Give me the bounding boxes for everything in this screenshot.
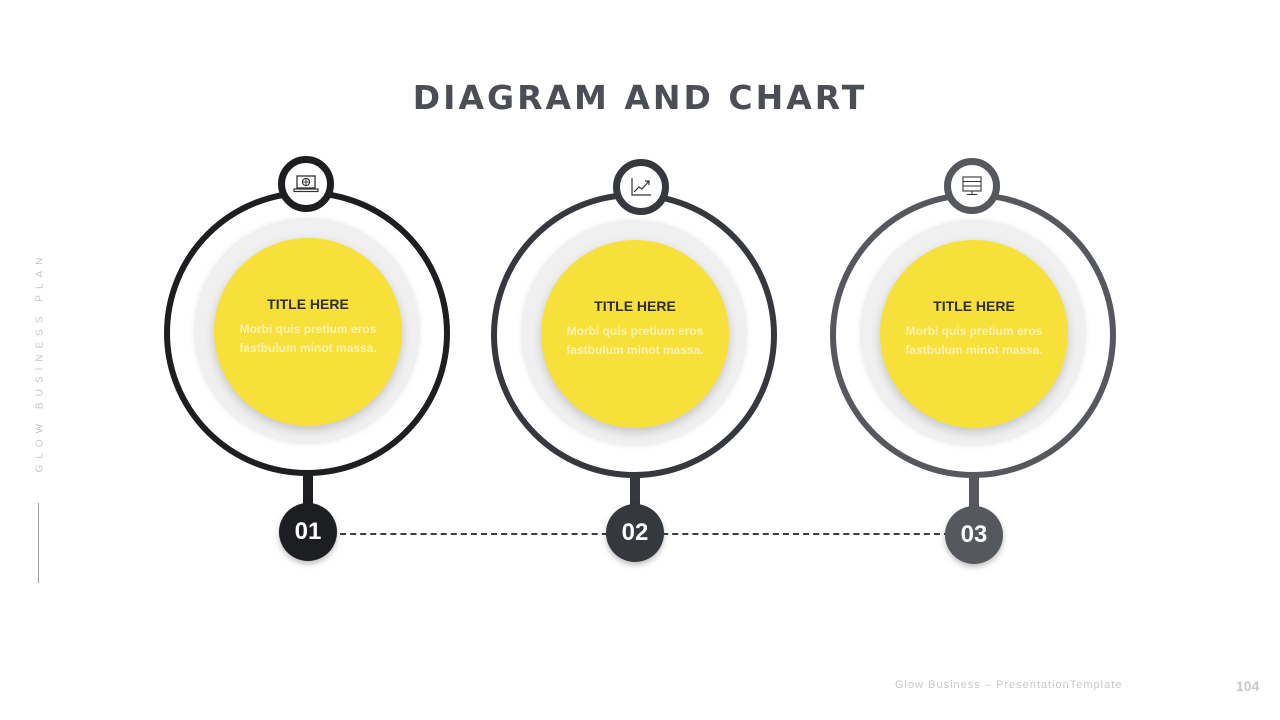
step-body: Morbi quis pretium eros fastbulum minot … — [566, 324, 704, 357]
step-core: TITLE HERE Morbi quis pretium eros fastb… — [880, 240, 1068, 428]
step-title: TITLE HERE — [933, 298, 1015, 314]
step-connector — [303, 470, 313, 510]
side-label: GLOW BUSINESS PLAN — [34, 251, 46, 473]
trend-chart-icon — [613, 159, 669, 215]
step-number-badge: 01 — [279, 503, 337, 561]
footer-text: Glow Business – PresentationTemplate — [895, 679, 1123, 691]
step-body: Morbi quis pretium eros fastbulum minot … — [239, 322, 377, 355]
laptop-globe-icon — [278, 156, 334, 212]
step-title: TITLE HERE — [267, 296, 349, 312]
side-divider — [38, 503, 39, 583]
step-number-badge: 03 — [945, 506, 1003, 564]
step-title: TITLE HERE — [594, 298, 676, 314]
step-core: TITLE HERE Morbi quis pretium eros fastb… — [541, 240, 729, 428]
step-core: TITLE HERE Morbi quis pretium eros fastb… — [214, 238, 402, 426]
server-monitor-icon — [944, 158, 1000, 214]
step-connector — [630, 472, 640, 512]
page-number: 104 — [1236, 678, 1260, 694]
step-body: Morbi quis pretium eros fastbulum minot … — [905, 324, 1043, 357]
step-number-badge: 02 — [606, 504, 664, 562]
step-connector — [969, 472, 979, 512]
slide-title: DIAGRAM AND CHART — [412, 78, 868, 117]
